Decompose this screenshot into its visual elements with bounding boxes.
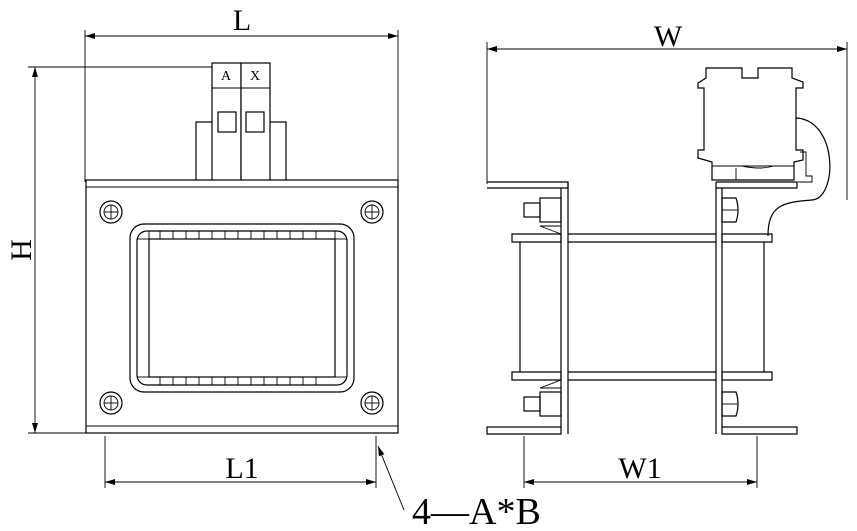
top-bracket-left	[487, 181, 569, 189]
nut-top-right	[721, 197, 739, 223]
terminal-label-a: A	[221, 69, 232, 84]
mounting-screw-bottom-left	[99, 391, 123, 415]
bottom-bracket-left	[486, 426, 562, 435]
front-view: L H L1 A X	[5, 4, 541, 531]
lead-wire	[767, 117, 831, 237]
mounting-hole-callout: 4—A*B	[412, 491, 541, 531]
mounting-screw-top-left	[99, 200, 123, 224]
terminal-block: A X	[195, 62, 287, 183]
dimension-label-h: H	[5, 239, 38, 261]
mounting-screw-top-right	[360, 200, 384, 224]
side-view: W W1	[486, 20, 848, 488]
dimension-label-w1: W1	[618, 452, 661, 485]
top-bracket-right	[716, 181, 798, 189]
coil-top-segments	[159, 231, 317, 239]
terminal-clamp	[735, 165, 775, 180]
bolt-top-left	[523, 197, 562, 223]
bolt-bottom-left	[523, 391, 562, 417]
coil-inner	[136, 230, 348, 386]
terminal-housing-side	[697, 67, 804, 181]
frame-plate-right	[715, 182, 723, 434]
terminal-label-x: X	[250, 69, 260, 84]
mounting-hole-leader	[377, 445, 405, 511]
terminal-clip	[798, 151, 813, 183]
coil-body-side	[511, 225, 773, 389]
terminal-a-screw	[217, 111, 237, 133]
coil-window	[129, 223, 355, 393]
dimension-label-l: L	[233, 4, 251, 37]
nut-bottom-right	[721, 391, 739, 417]
terminal-x-screw	[245, 111, 265, 133]
mounting-screw-bottom-right	[360, 391, 384, 415]
frame-plate-left	[560, 182, 569, 434]
dimension-label-w: W	[654, 20, 683, 53]
bottom-bracket-right	[721, 426, 798, 435]
dimension-label-l1: L1	[225, 452, 258, 485]
coil-outer	[129, 223, 355, 393]
terminal-side-profile	[697, 67, 813, 183]
core-plate	[85, 179, 399, 434]
coil-bottom-segments	[159, 377, 317, 385]
